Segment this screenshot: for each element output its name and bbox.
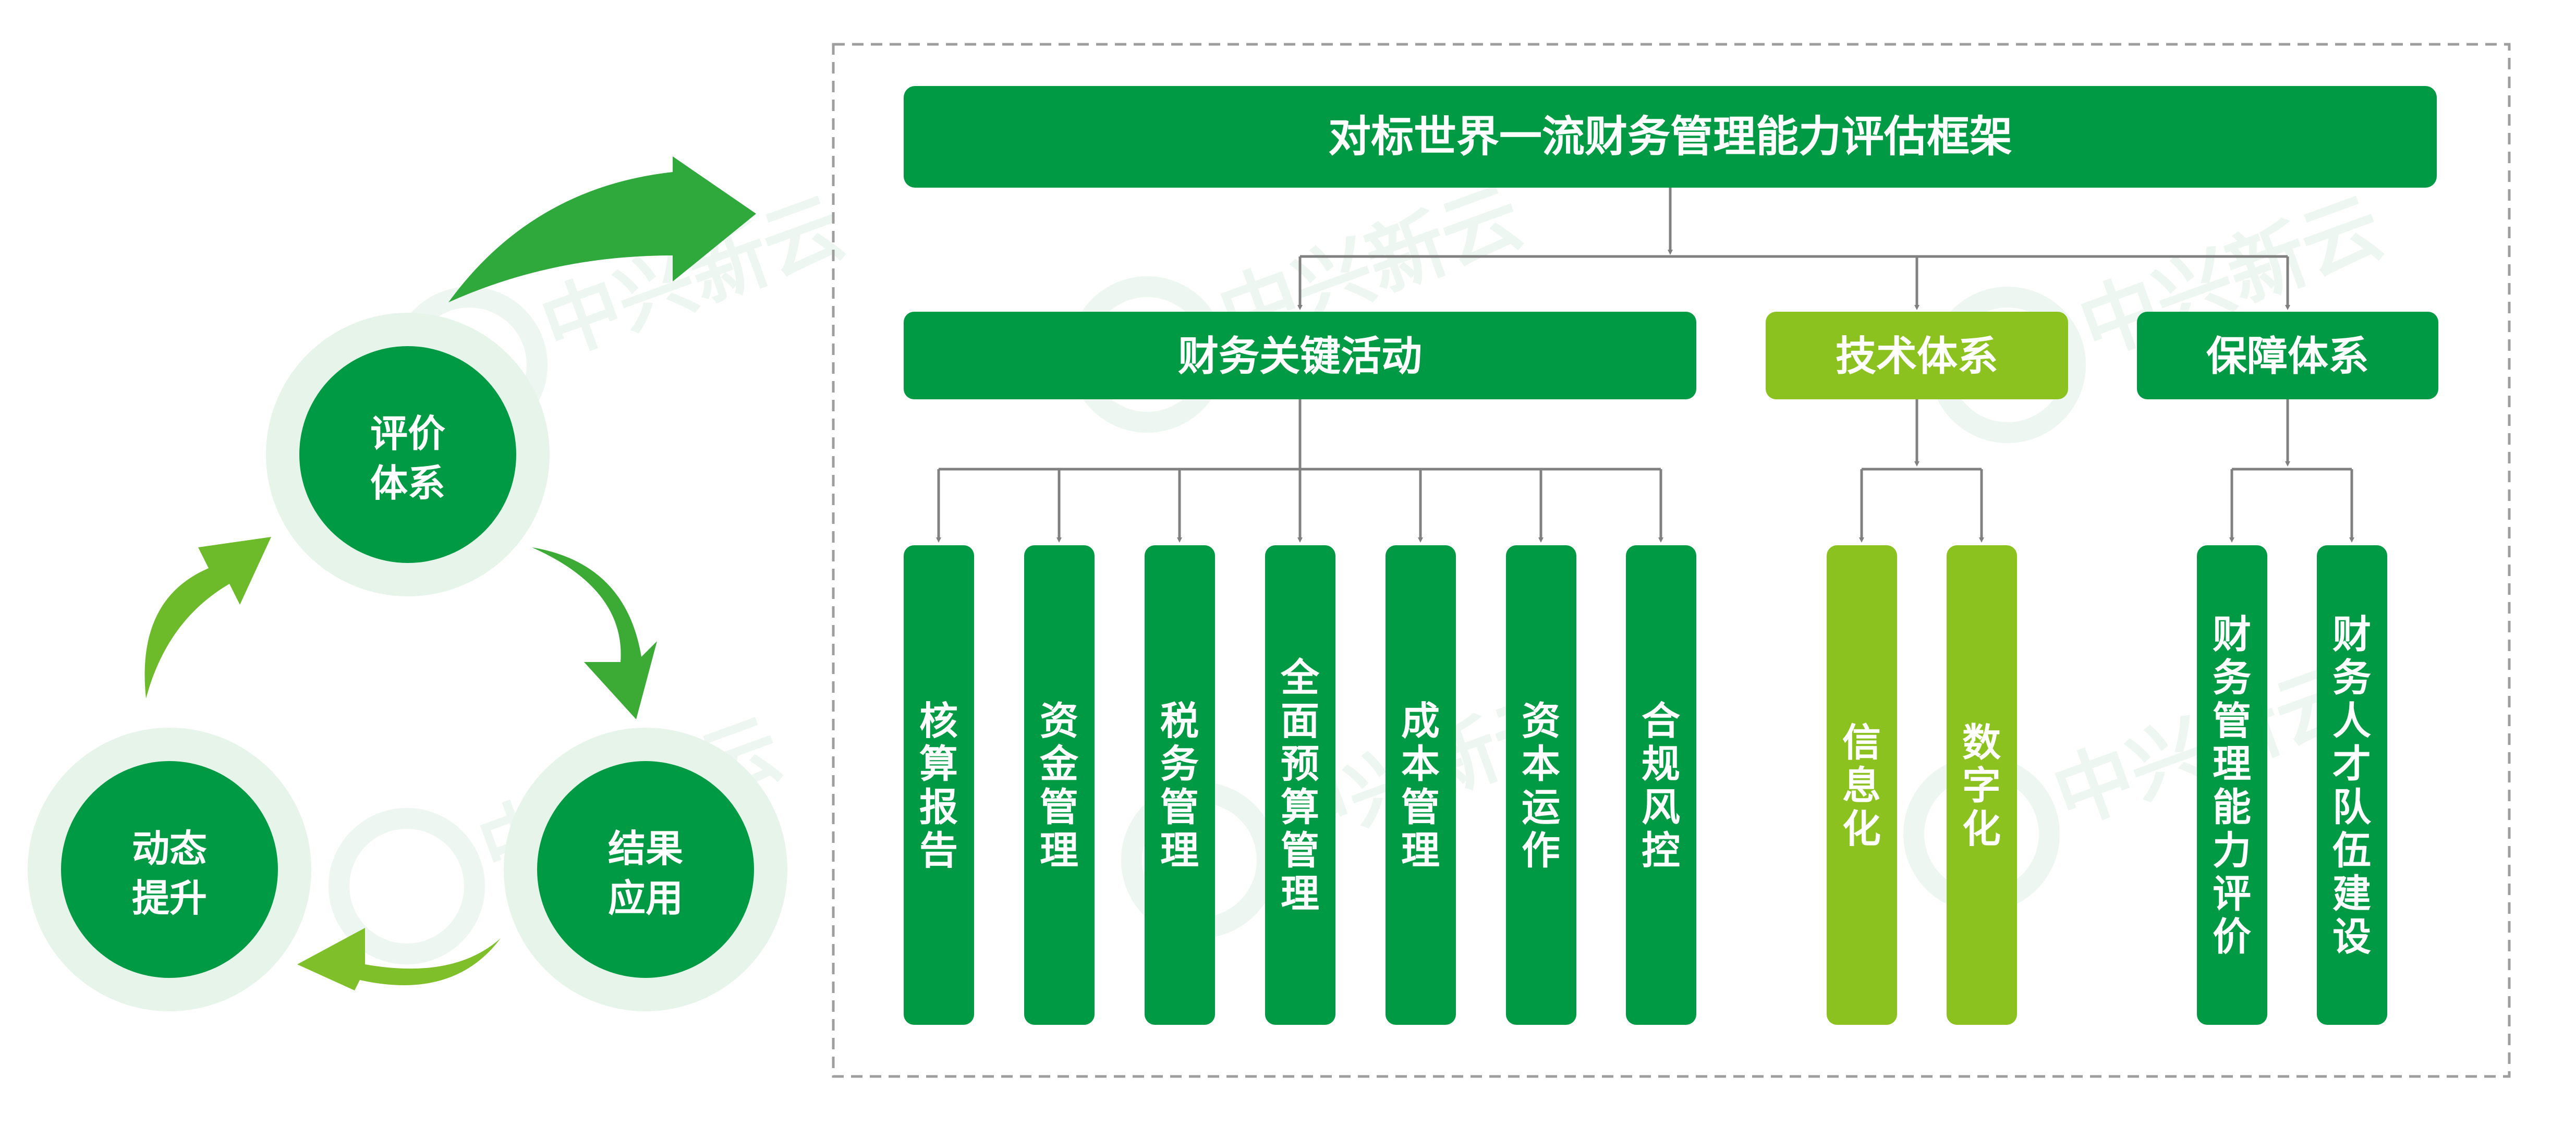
arrow-result-to-improve <box>297 928 501 990</box>
leaf-label: 成本管理 <box>1401 699 1440 873</box>
connector-branch-1-drops <box>936 469 1663 543</box>
leaf-box <box>2317 545 2387 1025</box>
framework-diagram: 对标世界一流财务管理能力评估框架 财务关键活动 技术体系 保障体系 <box>904 86 2438 1025</box>
framework-title-bar <box>904 86 2437 188</box>
leaf-box <box>1827 545 1897 1025</box>
leaf-box <box>1145 545 1215 1025</box>
improve-line-1: 动态 <box>132 827 207 871</box>
leaf-group-support: 财务管理能力评价 财务人才队伍建设 <box>2197 545 2387 1025</box>
improve-line-2: 提升 <box>132 876 207 920</box>
leaf-label: 资金管理 <box>1040 699 1079 873</box>
leaf-label: 核算报告 <box>919 699 958 873</box>
leaf-box <box>1024 545 1095 1025</box>
leaf-label: 税务管理 <box>1160 699 1199 873</box>
cycle-diagram: 评价 体系 结果 应用 动态 提升 <box>28 156 787 1011</box>
branch-key-activities <box>904 312 1696 399</box>
arrow-evaluation-to-result <box>532 547 657 719</box>
leaf-box <box>1626 545 1696 1025</box>
leaf-label: 信息化 <box>1842 720 1881 852</box>
leaf-group-key-activities: 核算报告 资金管理 税务管理 全面预算管理 成本管理 资本运作 合规风控 <box>904 545 1696 1025</box>
branch-key-activities-label: 财务关键活动 <box>1178 333 1422 380</box>
branch-technology <box>1766 312 2068 399</box>
leaf-box <box>1386 545 1456 1025</box>
result-line-2: 应用 <box>608 876 683 920</box>
result-line-1: 结果 <box>608 827 683 871</box>
leaf-box <box>1265 545 1335 1025</box>
leaf-label: 全面预算管理 <box>1280 655 1320 916</box>
leaf-label: 财务管理能力评价 <box>2213 612 2251 960</box>
big-right-arrow <box>448 156 756 302</box>
connector-branch-3-drops <box>2229 469 2354 543</box>
branch-technology-label: 技术体系 <box>1836 333 1998 380</box>
framework-border <box>832 43 2511 1078</box>
branch-support <box>2137 312 2438 399</box>
evaluation-line-1: 评价 <box>370 412 445 456</box>
arrow-improve-to-evaluation <box>144 537 271 699</box>
branch-support-label: 保障体系 <box>2206 333 2369 380</box>
leaf-label: 合规风控 <box>1642 699 1680 873</box>
leaf-box <box>904 545 974 1025</box>
leaf-box <box>1506 545 1576 1025</box>
leaf-label: 数字化 <box>1962 720 2001 852</box>
improve-circle <box>61 761 278 978</box>
leaf-group-technology: 信息化 数字化 <box>1827 545 2017 1025</box>
leaf-label: 资本运作 <box>1522 699 1560 873</box>
evaluation-line-2: 体系 <box>370 461 445 505</box>
evaluation-circle <box>299 346 516 563</box>
framework-title: 对标世界一流财务管理能力评估框架 <box>1328 112 2012 162</box>
leaf-box <box>2197 545 2267 1025</box>
leaf-box <box>1947 545 2017 1025</box>
result-circle <box>537 761 754 978</box>
connector-branch-2-drops <box>1859 469 1984 543</box>
leaf-label: 财务人才队伍建设 <box>2332 612 2372 960</box>
